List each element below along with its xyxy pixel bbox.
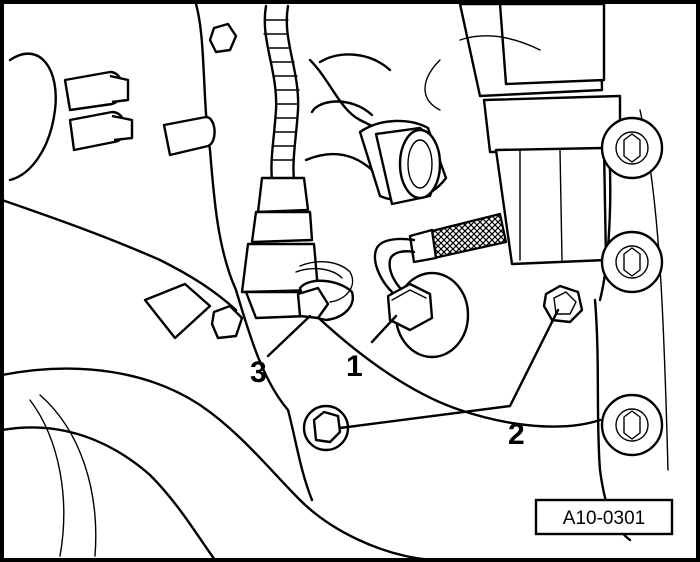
leader-line-3: [266, 314, 312, 358]
callout-3: 3: [250, 356, 267, 389]
electrical-connectors: [8, 52, 216, 340]
bolt-upper: [542, 284, 584, 324]
callout-1: 1: [346, 350, 363, 383]
callout-2: 2: [508, 418, 525, 451]
sensor-wire: [295, 261, 354, 303]
flange-bolts: [600, 116, 664, 457]
bolt-lower: [302, 404, 350, 452]
leader-lines: [266, 308, 560, 430]
pressure-switch: [296, 279, 354, 322]
coolant-hose: [304, 53, 448, 206]
upper-housing: [424, 2, 622, 266]
braided-hose: [408, 212, 508, 264]
reference-code-label: A10-0301: [534, 498, 674, 536]
temperature-sender: [386, 271, 470, 359]
leader-line-1: [370, 314, 398, 344]
sender-pipe: [373, 237, 416, 294]
leader-line-2: [338, 308, 560, 430]
oxygen-sensor: [240, 4, 320, 320]
reference-code: A10-0301: [563, 508, 645, 529]
left-bolts: [208, 22, 244, 340]
